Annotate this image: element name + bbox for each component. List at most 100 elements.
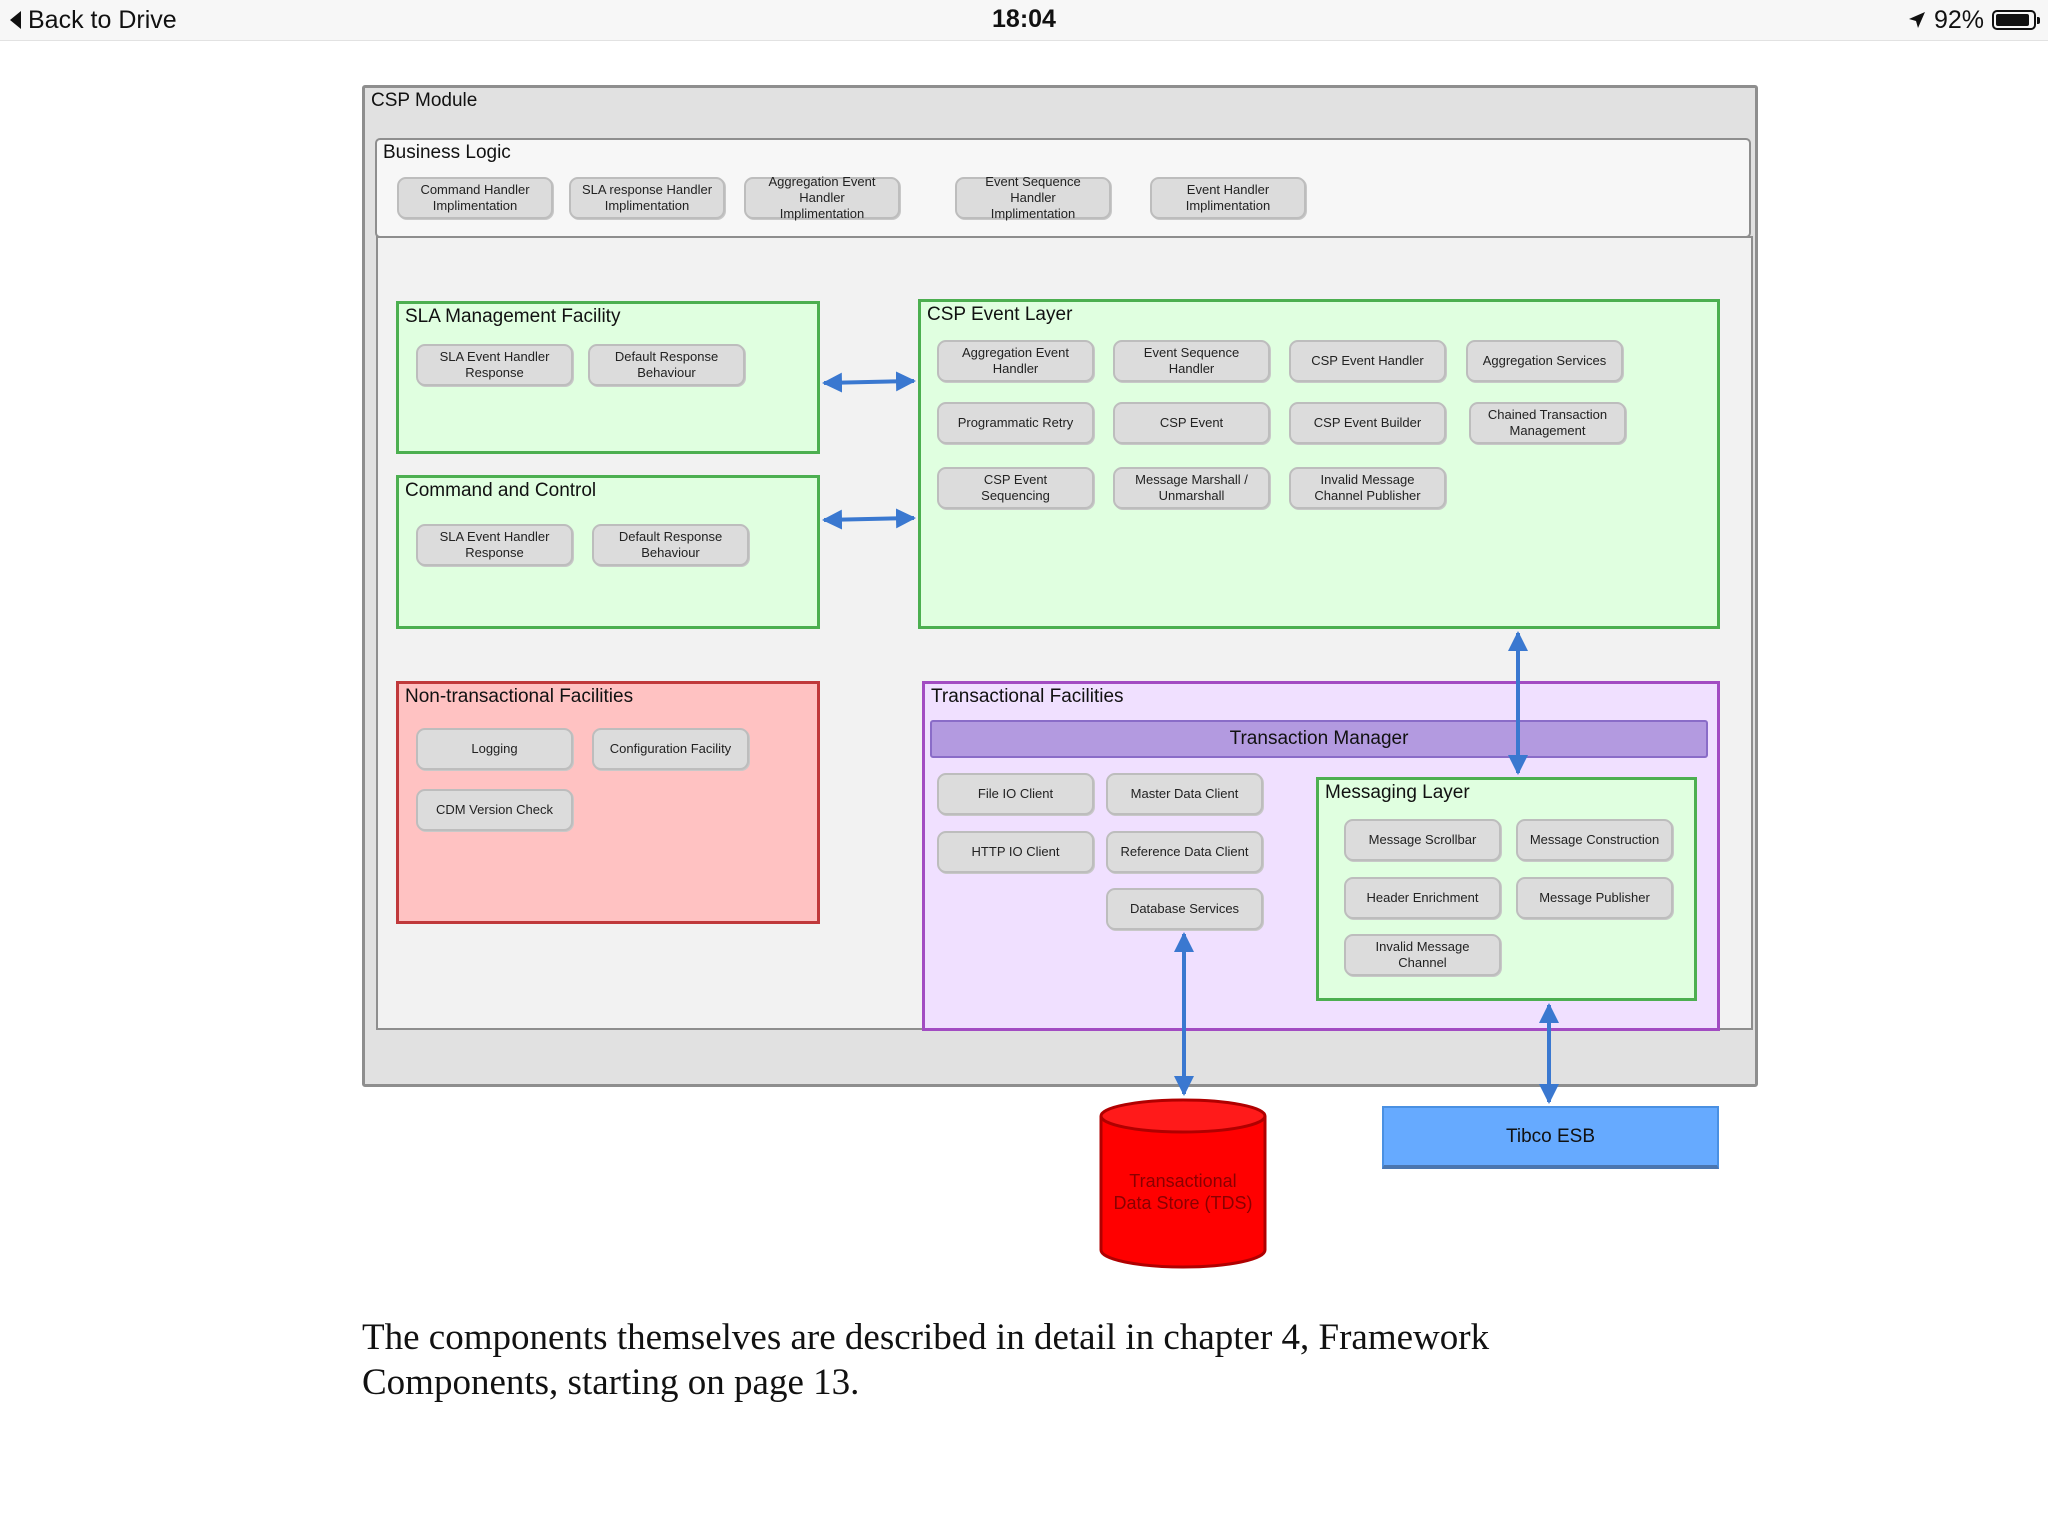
command-and-control-item-label: Default Response — [618, 529, 723, 544]
event-layer-item-label: Message Marshall / — [1135, 472, 1248, 487]
business-logic-item-label: Implimentation — [604, 198, 690, 213]
event-layer-item-label: CSP Event — [1159, 415, 1224, 430]
command-and-control-title: Command and Control — [405, 480, 597, 501]
data-store-label-line2: Data Store (TDS) — [1113, 1193, 1252, 1213]
csp-event-layer-title: CSP Event Layer — [927, 304, 1073, 325]
business-logic-item-label: Aggregation Event Handler — [768, 174, 876, 205]
battery-level-fill — [1996, 14, 2030, 26]
event-layer-item-label: CSP Event Handler — [1311, 353, 1424, 368]
non-transactional-item: Logging — [416, 728, 573, 770]
messaging-layer-item-label: Header Enrichment — [1366, 890, 1479, 905]
event-layer-item-label: Event Sequence — [1143, 345, 1240, 360]
event-layer-item-label: CSP Event Builder — [1313, 415, 1422, 430]
business-logic-item-label: SLA response Handler — [581, 182, 713, 197]
caption-line-2: Components, starting on page 13. — [362, 1362, 860, 1403]
messaging-layer-item-label: Message Construction — [1529, 832, 1660, 847]
event-layer-item-label: Handler — [1168, 361, 1215, 376]
event-layer-item: Programmatic Retry — [937, 402, 1094, 444]
clock: 18:04 — [992, 5, 1056, 33]
business-logic-item-label: Command Handler — [420, 182, 530, 197]
business-logic-title: Business Logic — [383, 142, 511, 163]
business-logic-item-label: Implimentation — [779, 206, 865, 221]
event-layer-item-label: Unmarshall — [1158, 488, 1225, 503]
messaging-layer-item: Message Publisher — [1516, 877, 1673, 919]
battery-icon — [1992, 10, 2040, 30]
event-layer-item: Aggregation Services — [1466, 340, 1623, 382]
location-arrow-icon — [1908, 11, 1926, 29]
csp-module-title: CSP Module — [371, 90, 478, 111]
event-layer-item-label: Handler — [992, 361, 1039, 376]
event-layer-item-label: Management — [1509, 423, 1586, 438]
business-logic-item-label: Event Handler — [1186, 182, 1270, 197]
messaging-layer-item: Header Enrichment — [1344, 877, 1501, 919]
sla-management-item-label: Default Response — [614, 349, 719, 364]
transactional-item: File IO Client — [937, 773, 1094, 815]
transactional-item: Master Data Client — [1106, 773, 1263, 815]
transactional-item-label: Master Data Client — [1130, 786, 1239, 801]
business-logic-item-label: Implimentation — [990, 206, 1076, 221]
non-transactional-item-label: Logging — [471, 741, 518, 756]
event-layer-item-label: Programmatic Retry — [957, 415, 1074, 430]
non-transactional-item-label: CDM Version Check — [435, 802, 554, 817]
battery-percent: 92% — [1933, 5, 1984, 34]
messaging-layer-title: Messaging Layer — [1325, 782, 1470, 803]
sla-management-title: SLA Management Facility — [405, 306, 621, 327]
caption-paragraph: The components themselves are described … — [362, 1315, 1862, 1405]
sla-management-item-label: Response — [465, 365, 524, 380]
arrow-sla-to-event-layer — [822, 371, 916, 393]
event-layer-item-label: Sequencing — [981, 488, 1050, 503]
command-and-control-item-label: Response — [465, 545, 524, 560]
event-layer-item-label: Chained Transaction — [1487, 407, 1608, 422]
event-layer-item: CSP Event Builder — [1289, 402, 1446, 444]
status-indicators: 92% — [1908, 5, 2040, 35]
non-transactional-item: CDM Version Check — [416, 789, 573, 831]
command-and-control-item-label: SLA Event Handler — [439, 529, 550, 544]
transaction-manager-bar: Transaction Manager — [930, 720, 1708, 758]
data-store-label-line1: Transactional — [1129, 1171, 1236, 1191]
event-layer-item-label: CSP Event — [983, 472, 1048, 487]
event-layer-item: Message Marshall /Unmarshall — [1113, 467, 1270, 509]
back-label: Back to Drive — [28, 5, 177, 34]
non-transactional-title: Non-transactional Facilities — [405, 686, 634, 707]
non-transactional-item-label: Configuration Facility — [609, 741, 732, 756]
transactional-item: HTTP IO Client — [937, 831, 1094, 873]
business-logic-item-label: Implimentation — [432, 198, 518, 213]
event-layer-item-label: Aggregation Event — [962, 345, 1069, 360]
messaging-layer-item: Message Scrollbar — [1344, 819, 1501, 861]
sla-management-item-label: SLA Event Handler — [439, 349, 550, 364]
non-transactional-item: Configuration Facility — [592, 728, 749, 770]
messaging-layer-item-label: Invalid Message — [1375, 939, 1470, 954]
event-layer-item: CSP Event Handler — [1289, 340, 1446, 382]
event-layer-item-label: Aggregation Services — [1482, 353, 1607, 368]
database-cylinder-icon: Transactional Data Store (TDS) — [1099, 1098, 1267, 1269]
transactional-item-label: HTTP IO Client — [971, 844, 1060, 859]
arrow-command-to-event-layer — [822, 508, 916, 530]
event-layer-item-label: Channel Publisher — [1314, 488, 1421, 503]
status-bar: Back to Drive 18:04 92% — [0, 0, 2048, 41]
business-logic-item-label: Implimentation — [1185, 198, 1271, 213]
transactional-item-label: Database Services — [1129, 901, 1240, 916]
back-to-drive-button[interactable]: Back to Drive — [10, 5, 177, 35]
transactional-item-label: File IO Client — [977, 786, 1054, 801]
messaging-layer-item-label: Message Scrollbar — [1368, 832, 1477, 847]
transactional-item-label: Reference Data Client — [1120, 844, 1249, 859]
transactional-item: Database Services — [1106, 888, 1263, 930]
event-layer-item: CSP Event — [1113, 402, 1270, 444]
business-logic-item-label: Event Sequence Handler — [985, 174, 1081, 205]
tibco-esb-box: Tibco ESB — [1382, 1106, 1719, 1169]
transactional-title: Transactional Facilities — [931, 686, 1124, 707]
